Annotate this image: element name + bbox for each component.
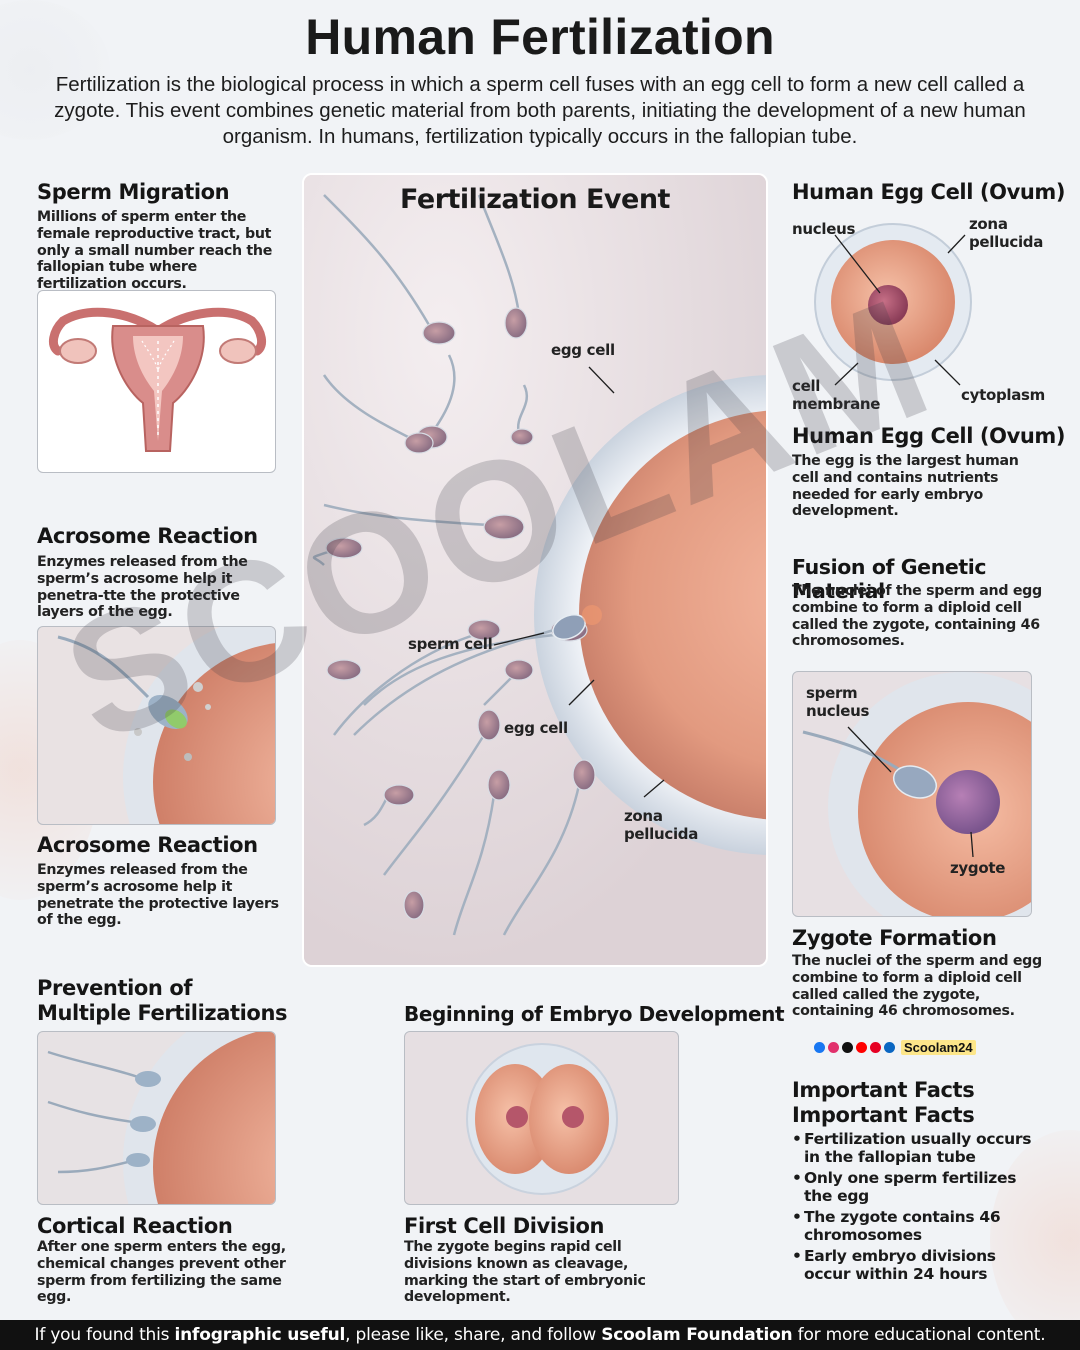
x-icon[interactable] bbox=[842, 1042, 853, 1053]
label-zygote: zygote bbox=[950, 859, 1006, 877]
fusion-heading: Fusion of Genetic Material bbox=[792, 555, 987, 603]
footer-bold-2: Scoolam Foundation bbox=[601, 1325, 793, 1345]
youtube-icon[interactable] bbox=[856, 1042, 867, 1053]
ovum-diagram bbox=[814, 223, 972, 386]
label-egg-cell-top: egg cell bbox=[551, 341, 615, 359]
label-sperm-nucleus-2: nucleus bbox=[806, 702, 870, 720]
first-division-panel bbox=[404, 1031, 679, 1205]
acrosome-reaction-text-2: Enzymes released from the sperm’s acroso… bbox=[37, 862, 279, 929]
label-cell-membrane-1: cell bbox=[792, 377, 821, 395]
zygote-formation-text: The nuclei of the sperm and egg combine … bbox=[792, 953, 1042, 1020]
zygote-panel bbox=[792, 671, 1032, 917]
acrosome-reaction-heading: Acrosome Reaction bbox=[37, 524, 258, 548]
label-sperm-nucleus-1: sperm bbox=[806, 684, 858, 702]
footer-bar: If you found this infographic useful, pl… bbox=[0, 1320, 1080, 1350]
embryo-development-heading: Beginning of Embryo Development bbox=[404, 1002, 785, 1026]
brand-handle[interactable]: Scoolam24 bbox=[901, 1040, 976, 1055]
first-cell-division-text: The zygote begins rapid cell divisions k… bbox=[404, 1239, 646, 1306]
fusion-text: The nuclei of the sperm and egg combine … bbox=[792, 583, 1042, 650]
page-title: Human Fertilization bbox=[305, 9, 775, 65]
footer-text-3: for more educational content. bbox=[792, 1325, 1046, 1345]
sperm-migration-heading: Sperm Migration bbox=[37, 180, 230, 204]
pinterest-icon[interactable] bbox=[870, 1042, 881, 1053]
facts-heading-1: Important Facts bbox=[792, 1078, 975, 1102]
label-cell-membrane-2: membrane bbox=[792, 395, 881, 413]
fact-item: Early embryo divisions occur within 24 h… bbox=[792, 1247, 1037, 1283]
prevention-heading-line1: Prevention of bbox=[37, 976, 193, 1000]
label-egg-cell-bottom: egg cell bbox=[504, 719, 568, 737]
intro-paragraph: Fertilization is the biological process … bbox=[54, 73, 1026, 148]
uterus-illustration bbox=[48, 307, 267, 452]
fact-item: The zygote contains 46 chromosomes bbox=[792, 1208, 1037, 1244]
instagram-icon[interactable] bbox=[828, 1042, 839, 1053]
footer-bold-1: infographic useful bbox=[174, 1325, 346, 1345]
acrosome-reaction-heading-2: Acrosome Reaction bbox=[37, 833, 258, 857]
label-zona-line2: pellucida bbox=[624, 825, 699, 843]
linkedin-icon[interactable] bbox=[884, 1042, 895, 1053]
label-ovum-zona-1: zona bbox=[969, 215, 1008, 233]
fertilization-event-panel bbox=[302, 173, 768, 967]
acrosome-illustration bbox=[57, 627, 275, 824]
label-zona-line1: zona bbox=[624, 807, 663, 825]
ovum-text: The egg is the largest human cell and co… bbox=[792, 453, 1019, 520]
fertilization-event-title: Fertilization Event bbox=[400, 184, 670, 215]
social-icons-row: Scoolam24 bbox=[814, 1040, 976, 1055]
uterus-illustration-panel bbox=[37, 290, 276, 473]
facebook-icon[interactable] bbox=[814, 1042, 825, 1053]
cortical-reaction-text: After one sperm enters the egg, chemical… bbox=[37, 1239, 286, 1306]
fact-item: Only one sperm fertilizes the egg bbox=[792, 1169, 1037, 1205]
label-ovum-zona-2: pellucida bbox=[969, 233, 1044, 251]
two-cell-embryo-illustration bbox=[466, 1043, 618, 1195]
label-sperm-cell: sperm cell bbox=[408, 635, 493, 653]
footer-text-1: If you found this bbox=[34, 1325, 175, 1345]
sperm-migration-text: Millions of sperm enter the female repro… bbox=[37, 209, 273, 293]
zygote-illustration bbox=[802, 672, 1031, 916]
ovum-heading-2: Human Egg Cell (Ovum) bbox=[792, 424, 1066, 448]
label-cytoplasm: cytoplasm bbox=[961, 386, 1046, 404]
facts-list: Fertilization usually occurs in the fall… bbox=[792, 1130, 1037, 1286]
fertilization-event-illustration bbox=[304, 175, 766, 965]
acrosome-reaction-text: Enzymes released from the sperm’s acroso… bbox=[37, 554, 248, 621]
first-cell-division-heading: First Cell Division bbox=[404, 1214, 605, 1238]
prevention-heading-line2: Multiple Fertilizations bbox=[37, 1001, 288, 1025]
cortical-reaction-panel bbox=[37, 1031, 276, 1205]
acrosome-reaction-panel bbox=[37, 626, 276, 825]
facts-heading-2: Important Facts bbox=[792, 1103, 975, 1127]
ovum-heading: Human Egg Cell (Ovum) bbox=[792, 180, 1066, 204]
zygote-formation-heading: Zygote Formation bbox=[792, 926, 997, 950]
fact-item: Fertilization usually occurs in the fall… bbox=[792, 1130, 1037, 1166]
cortical-reaction-heading: Cortical Reaction bbox=[37, 1214, 233, 1238]
cortical-illustration bbox=[47, 1032, 275, 1204]
label-nucleus: nucleus bbox=[792, 220, 856, 238]
footer-text-2: , please like, share, and follow bbox=[345, 1325, 602, 1345]
